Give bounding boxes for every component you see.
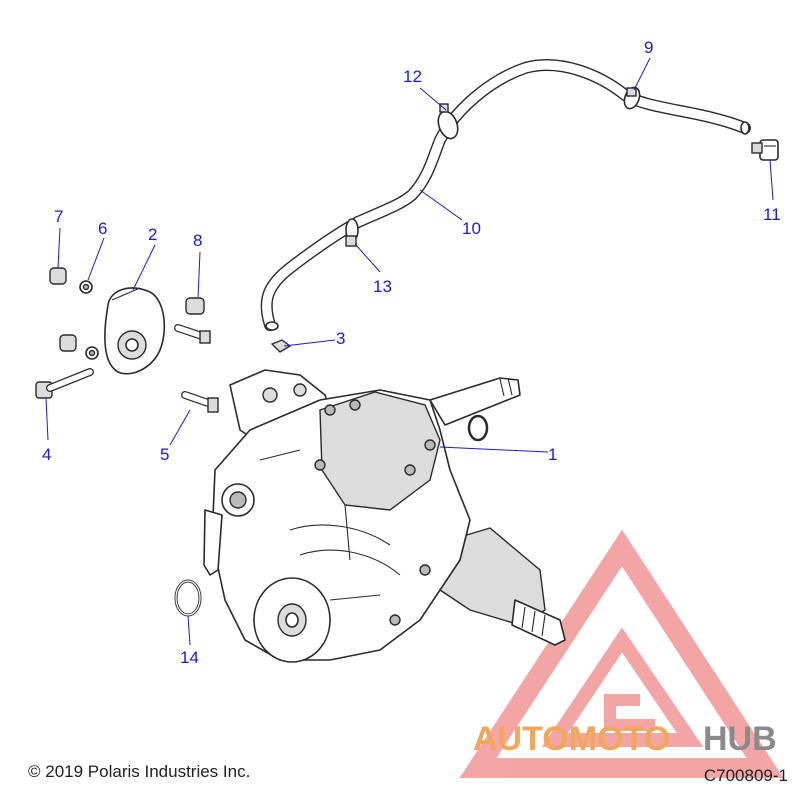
o-ring-14 bbox=[174, 579, 202, 617]
callout-3: 3 bbox=[336, 329, 345, 348]
callout-6: 6 bbox=[98, 219, 107, 238]
figure-id: C700809-1 bbox=[703, 766, 788, 785]
copyright-notice: © 2019 Polaris Industries Inc. bbox=[28, 762, 251, 781]
breather-fitting-11 bbox=[751, 139, 779, 161]
watermark-text-part1: AUTOMOTO bbox=[473, 720, 670, 758]
callout-11: 11 bbox=[763, 205, 781, 224]
callout-12: 12 bbox=[403, 67, 422, 86]
hose-clamp-13 bbox=[345, 218, 359, 247]
gearcase-assembly-1 bbox=[203, 369, 566, 663]
bolt-5 bbox=[181, 391, 219, 413]
breather-hose bbox=[260, 59, 751, 331]
watermark-logo bbox=[459, 529, 784, 778]
bolt-4 bbox=[35, 368, 94, 399]
callout-9: 9 bbox=[644, 38, 653, 57]
leader-lines bbox=[45, 57, 774, 646]
callout-8: 8 bbox=[193, 231, 202, 250]
callout-4: 4 bbox=[42, 445, 51, 464]
hose-clamp-9 bbox=[623, 86, 641, 110]
callout-1: 1 bbox=[548, 445, 557, 464]
sensor-cover-2 bbox=[104, 287, 166, 375]
washer-6 bbox=[79, 280, 99, 360]
callout-7: 7 bbox=[54, 207, 63, 226]
callout-2: 2 bbox=[148, 225, 157, 244]
bolt-8 bbox=[174, 297, 211, 344]
nut-7 bbox=[49, 267, 77, 352]
callout-14: 14 bbox=[180, 648, 199, 667]
callout-5: 5 bbox=[160, 445, 169, 464]
callout-10: 10 bbox=[462, 219, 481, 238]
watermark-text-part2: HUB bbox=[703, 720, 777, 758]
callout-13: 13 bbox=[373, 277, 392, 296]
callout-labels: 1 2 3 4 5 6 7 8 9 10 11 12 13 14 bbox=[42, 38, 781, 667]
watermark-text: AUTOMOTO HUB bbox=[473, 720, 777, 758]
clip-3 bbox=[270, 339, 292, 353]
